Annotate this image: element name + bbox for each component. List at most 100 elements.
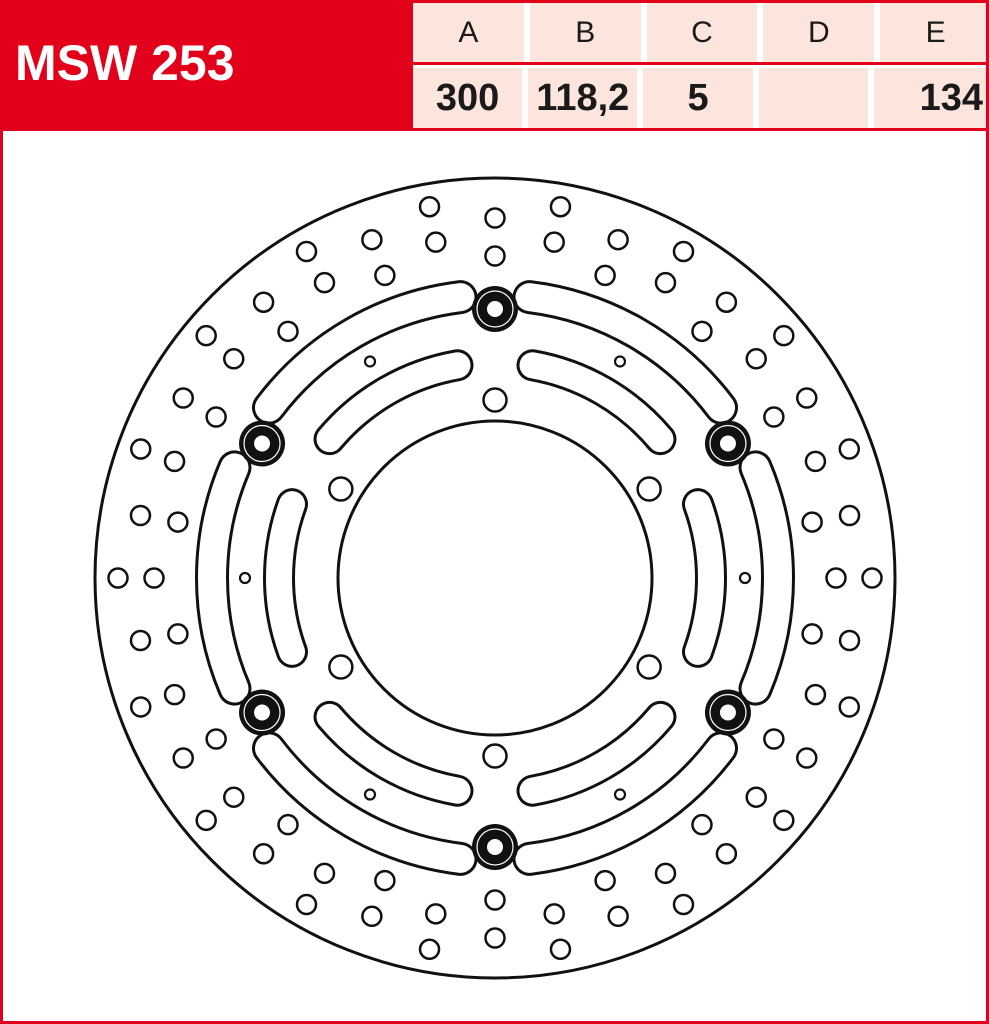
drilled-hole bbox=[172, 387, 194, 409]
drilled-hole bbox=[801, 623, 823, 645]
carrier-hole bbox=[482, 387, 508, 413]
drilled-hole bbox=[763, 406, 785, 428]
drilled-hole bbox=[838, 629, 861, 652]
carrier-hole bbox=[636, 476, 662, 502]
drilled-hole bbox=[277, 320, 299, 343]
drilled-hole bbox=[252, 843, 275, 865]
drilled-hole bbox=[129, 696, 152, 718]
drilled-hole bbox=[745, 348, 767, 370]
drilled-hole bbox=[195, 324, 217, 347]
spec-header-e: E bbox=[880, 3, 986, 62]
drilled-hole bbox=[801, 511, 823, 533]
bolt-ring bbox=[243, 424, 281, 463]
drilled-hole bbox=[418, 938, 441, 961]
drilled-hole bbox=[715, 291, 738, 313]
drilled-hole bbox=[804, 450, 827, 473]
small-hole bbox=[738, 571, 752, 585]
outer-slot-inner bbox=[198, 453, 249, 703]
bolt-hole bbox=[719, 435, 736, 452]
drilled-hole bbox=[425, 903, 447, 925]
spec-header-c: C bbox=[646, 3, 758, 62]
spec-header-a: A bbox=[413, 3, 524, 62]
drilled-hole bbox=[223, 348, 245, 370]
spec-value-d bbox=[758, 68, 868, 128]
drilled-hole bbox=[295, 893, 318, 916]
small-hole bbox=[363, 788, 377, 801]
drilled-hole bbox=[313, 862, 336, 885]
drilled-hole bbox=[838, 696, 861, 718]
drilled-hole bbox=[796, 747, 818, 769]
drilled-hole bbox=[167, 511, 189, 533]
outer-slot-inner bbox=[515, 734, 736, 873]
drilled-hole bbox=[654, 862, 677, 885]
drilled-hole bbox=[773, 324, 795, 347]
drilled-hole bbox=[804, 683, 827, 706]
carrier-hole bbox=[328, 476, 354, 502]
header-band: MSW 253 A B C D E 300 118,2 5 134 bbox=[3, 0, 986, 131]
product-code: MSW 253 bbox=[15, 35, 235, 91]
drilled-hole bbox=[252, 291, 275, 313]
brake-disc-drawing bbox=[93, 176, 897, 980]
drilled-hole bbox=[223, 786, 245, 808]
drilled-hole bbox=[277, 813, 299, 836]
drilled-hole bbox=[418, 195, 441, 218]
drilled-hole bbox=[129, 438, 152, 460]
drilled-hole bbox=[796, 387, 818, 409]
bolt-ring bbox=[243, 693, 281, 732]
small-hole bbox=[238, 571, 252, 585]
drilled-hole bbox=[607, 228, 629, 251]
drilled-hole bbox=[543, 231, 565, 253]
bolt-ring bbox=[476, 290, 514, 328]
inner-slot-inner bbox=[684, 491, 724, 665]
spec-value-row: 300 118,2 5 134 bbox=[413, 68, 986, 128]
inner-slot-inner bbox=[519, 703, 674, 804]
inner-slot-inner bbox=[316, 703, 471, 804]
drilled-hole bbox=[129, 504, 152, 527]
spec-divider bbox=[413, 62, 986, 68]
drilled-hole bbox=[672, 893, 695, 916]
drilled-hole bbox=[129, 629, 152, 652]
outer-slot-inner bbox=[741, 453, 792, 703]
drilled-hole bbox=[549, 938, 572, 961]
bolt-hole bbox=[254, 435, 271, 452]
spec-table: A B C D E 300 118,2 5 134 bbox=[410, 3, 986, 128]
carrier-hole bbox=[636, 654, 662, 680]
drilled-hole bbox=[107, 567, 129, 589]
small-hole bbox=[363, 355, 377, 368]
bolt-hole bbox=[487, 301, 503, 317]
drilled-hole bbox=[672, 240, 695, 263]
outer-slot-inner bbox=[254, 283, 475, 422]
drilled-hole bbox=[163, 450, 186, 473]
drilled-hole bbox=[594, 869, 616, 892]
drilled-hole bbox=[773, 809, 795, 832]
bolt-hole bbox=[719, 704, 736, 721]
drilled-hole bbox=[543, 903, 565, 925]
spec-header-row: A B C D E bbox=[413, 3, 986, 62]
carrier-hole bbox=[482, 743, 508, 769]
drilled-hole bbox=[549, 195, 572, 218]
small-hole bbox=[613, 788, 627, 801]
carrier-hole bbox=[328, 654, 354, 680]
drilled-hole bbox=[484, 927, 506, 949]
drilled-hole bbox=[374, 264, 396, 287]
drilled-hole bbox=[763, 728, 785, 750]
drilled-hole bbox=[838, 504, 861, 527]
drilled-hole bbox=[167, 623, 189, 645]
drilled-hole bbox=[484, 889, 506, 911]
outer-slot-inner bbox=[254, 734, 475, 873]
inner-slot-inner bbox=[519, 352, 674, 453]
drilled-hole bbox=[295, 240, 318, 263]
drilled-hole bbox=[607, 905, 629, 928]
drilled-hole bbox=[715, 843, 738, 865]
drilled-hole bbox=[195, 809, 217, 832]
spec-value-a: 300 bbox=[413, 68, 523, 128]
bolt-ring bbox=[709, 424, 747, 463]
spec-header-d: D bbox=[763, 3, 875, 62]
inner-slot-inner bbox=[316, 352, 471, 453]
drilled-hole bbox=[691, 813, 713, 836]
drilled-hole bbox=[484, 207, 506, 229]
drilled-hole bbox=[745, 786, 767, 808]
spec-value-e: 134 bbox=[873, 68, 986, 128]
drilled-hole bbox=[654, 271, 677, 294]
